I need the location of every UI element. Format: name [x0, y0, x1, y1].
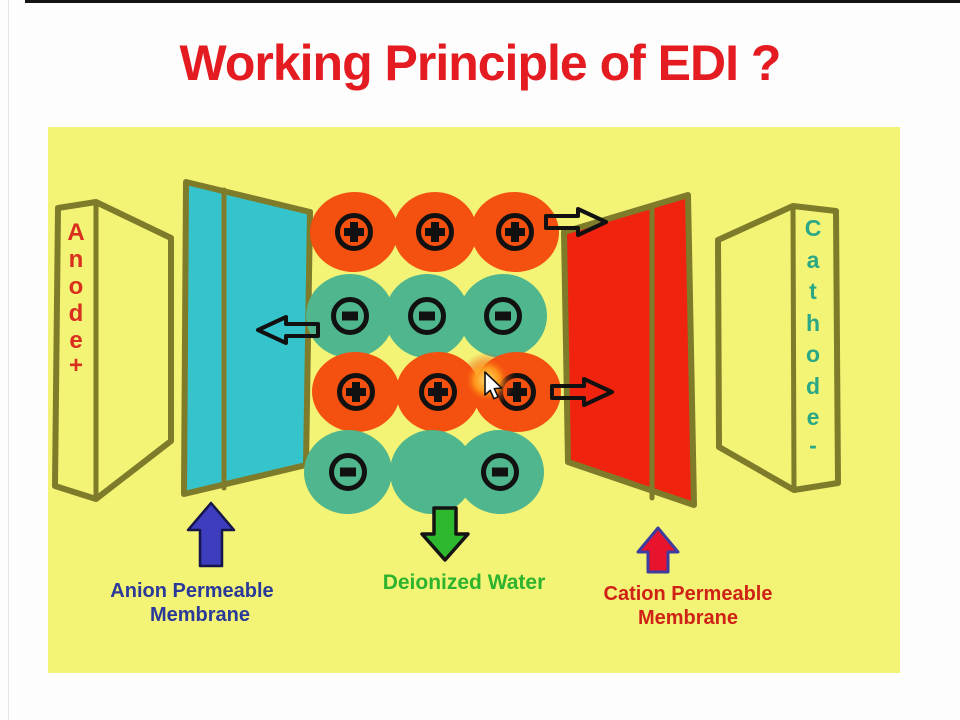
- cathode-letters-char: h: [806, 310, 820, 336]
- plus-icon: [344, 222, 364, 242]
- plus-icon: [505, 222, 525, 242]
- cathode-letters-char: a: [807, 247, 820, 273]
- charge-ring-icon: [419, 373, 457, 411]
- ion-blob: [390, 430, 474, 514]
- cation-membrane-panel: [561, 192, 697, 508]
- anode-letters-char: o: [69, 273, 84, 300]
- anion-ion: [304, 429, 392, 515]
- cation-ion: [312, 351, 400, 433]
- charge-ring-icon: [329, 453, 367, 491]
- deionized-water-caption: Deionized Water: [383, 571, 546, 594]
- charge-ring-icon: [331, 297, 369, 335]
- cation-permeable-membrane: [561, 192, 697, 508]
- charge-ring-icon: [484, 297, 522, 335]
- anion-ion: [385, 274, 469, 358]
- cation-ion: [393, 192, 477, 272]
- cation-membrane-caption-line2: Membrane: [638, 607, 738, 629]
- charge-ring-icon: [481, 453, 519, 491]
- cathode-letters-char: d: [806, 373, 820, 399]
- charge-ring-icon: [496, 213, 534, 251]
- anion-membrane-caption-line2: Membrane: [150, 604, 250, 626]
- anion-ion: [390, 430, 474, 514]
- anion-membrane-up-arrow: [186, 501, 236, 568]
- cathode-letters-char: -: [809, 432, 817, 458]
- cathode-letters-char: o: [806, 341, 820, 367]
- charge-ring-icon: [408, 297, 446, 335]
- plus-icon: [346, 382, 366, 402]
- anion-ion: [306, 274, 394, 358]
- cathode-letters-char: t: [809, 278, 817, 304]
- anode-letters-char: A: [67, 219, 84, 246]
- anion-ion: [456, 429, 544, 515]
- cathode-letters-char: C: [805, 215, 822, 241]
- page-title: Working Principle of EDI ?: [179, 35, 782, 91]
- charge-ring-icon: [416, 213, 454, 251]
- cation-membrane-caption-line1: Cation Permeable: [604, 583, 773, 605]
- cation-ion: [310, 191, 398, 273]
- cation-right-arrow-top: [544, 207, 608, 237]
- anion-left-arrow: [256, 315, 320, 345]
- deionized-water-down-arrow: [420, 506, 470, 562]
- cation-membrane-up-arrow: [636, 526, 680, 574]
- top-edge-bar: [25, 0, 960, 3]
- mouse-cursor: [484, 371, 503, 400]
- plus-icon: [428, 382, 448, 402]
- plus-icon: [425, 222, 445, 242]
- cathode-letters-char: e: [807, 404, 820, 430]
- anode-letters-char: n: [69, 246, 84, 273]
- cathode-box-edge: [790, 203, 797, 493]
- anode-letters-char: e: [69, 327, 82, 354]
- charge-ring-icon: [335, 213, 373, 251]
- charge-ring-icon: [337, 373, 375, 411]
- ion-grid: [304, 191, 561, 515]
- cation-right-arrow-bottom: [550, 377, 614, 407]
- cation-ion: [471, 191, 559, 273]
- cation-ion: [396, 351, 480, 433]
- slide-left-edge: [8, 0, 9, 720]
- anion-ion: [459, 273, 547, 359]
- anion-membrane-caption-line1: Anion Permeable: [110, 580, 273, 602]
- anode-letters-char: +: [69, 352, 83, 379]
- anode-letters-char: d: [69, 300, 84, 327]
